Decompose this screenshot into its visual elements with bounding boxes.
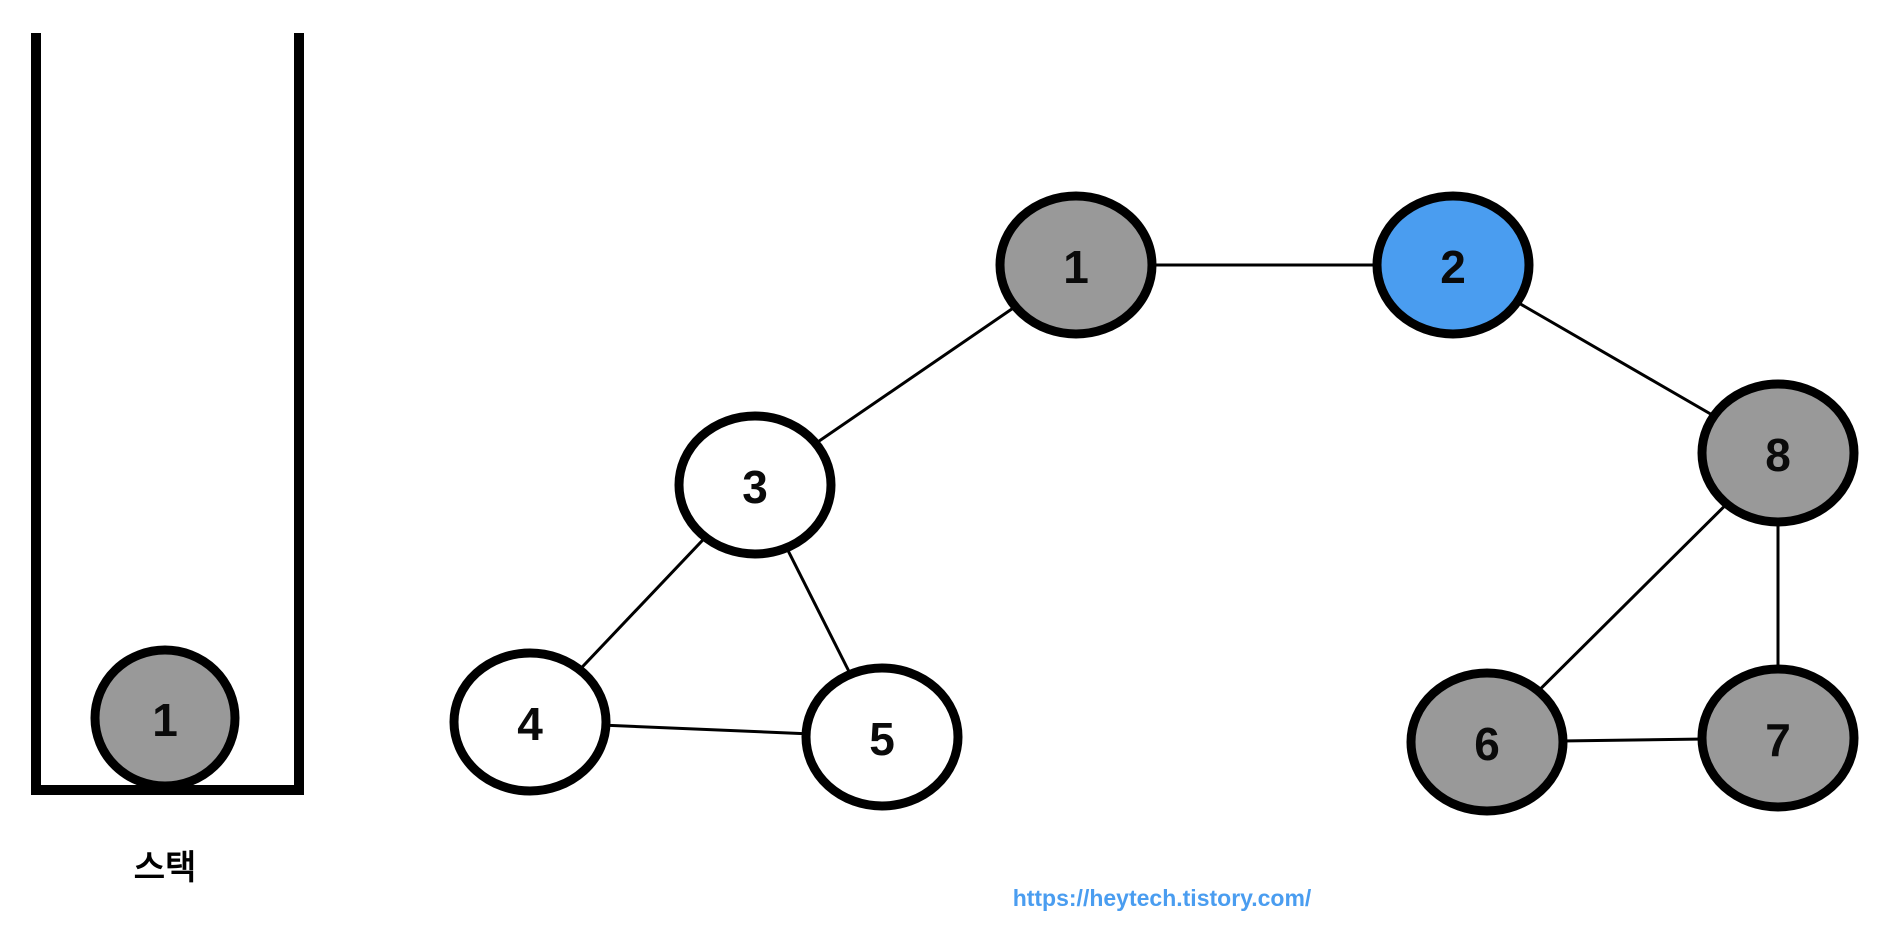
node-2[interactable]: 2 xyxy=(1372,191,1534,339)
node-7[interactable]: 7 xyxy=(1697,664,1859,812)
node-6[interactable]: 6 xyxy=(1406,668,1568,816)
stack-container: 1 xyxy=(31,33,304,795)
node-3[interactable]: 3 xyxy=(674,411,836,559)
watermark-url[interactable]: https://heytech.tistory.com/ xyxy=(1013,885,1312,911)
node-5-shape[interactable] xyxy=(801,663,963,811)
node-1[interactable]: 1 xyxy=(995,191,1157,339)
node-7-shape[interactable] xyxy=(1697,664,1859,812)
stack-items-group: 1 xyxy=(90,645,240,791)
node-8[interactable]: 8 xyxy=(1697,379,1859,527)
node-3-shape[interactable] xyxy=(674,411,836,559)
node-4-shape[interactable] xyxy=(449,648,611,796)
node-5[interactable]: 5 xyxy=(801,663,963,811)
stack-item-1[interactable]: 1 xyxy=(90,645,240,791)
node-4[interactable]: 4 xyxy=(449,648,611,796)
stack-caption: 스택 xyxy=(134,849,197,887)
node-1-shape[interactable] xyxy=(995,191,1157,339)
node-8-shape[interactable] xyxy=(1697,379,1859,527)
node-2-shape[interactable] xyxy=(1372,191,1534,339)
stack-item-1-shape[interactable] xyxy=(90,645,240,791)
node-6-shape[interactable] xyxy=(1406,668,1568,816)
